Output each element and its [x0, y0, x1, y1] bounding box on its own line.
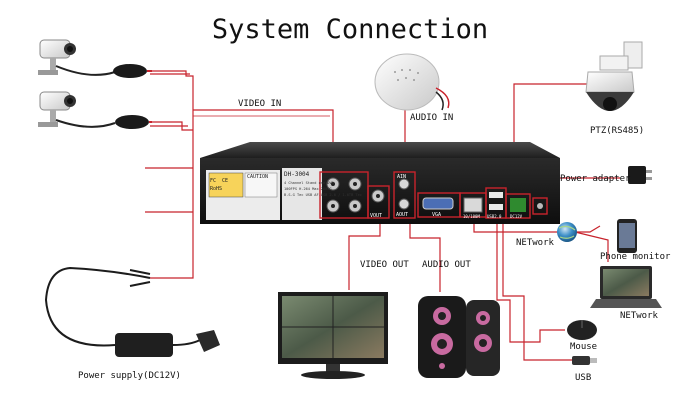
label-network-laptop: NETwork [620, 311, 658, 321]
usb-stick-icon [572, 356, 597, 365]
label-audio-in: AUDIO IN [410, 113, 454, 123]
cctv-camera-icon [38, 91, 152, 129]
port-label-lan: 10/100M [463, 214, 480, 219]
label-power-supply: Power supply(DC12V) [78, 371, 181, 381]
cctv-camera-icon [38, 39, 152, 78]
label-audio-out: AUDIO OUT [422, 260, 471, 270]
connection-wires [145, 70, 620, 361]
port-label-vga: VGA [432, 212, 442, 218]
dvr-cert-rohs: RoHS [210, 186, 223, 192]
mouse-icon [567, 320, 597, 340]
port-label-ain: AIN [397, 174, 407, 180]
power-brick-icon [44, 266, 220, 357]
port-label-power: DC12V [510, 214, 523, 219]
label-mouse: Mouse [570, 342, 598, 352]
ptz-dome-camera-icon [585, 41, 643, 111]
power-adapter-icon [628, 166, 652, 184]
speaker-icon [466, 300, 500, 376]
dvr-recorder-icon [200, 142, 560, 224]
label-power-adapter: Power adapter [560, 174, 631, 184]
dvr-cert-fc: FC [210, 178, 217, 184]
dome-microphone-icon [374, 53, 450, 111]
label-phone-monitor: Phone monitor [600, 252, 671, 262]
dvr-spec-line: 100FPS H.264 Max 2000G [284, 187, 332, 191]
dvr-spec-line: 4 Channel Stand one DVR [284, 181, 334, 185]
label-video-in: VIDEO IN [238, 99, 282, 109]
port-label-aout: AOUT [396, 212, 409, 218]
label-network: NETwork [516, 238, 554, 248]
dvr-spec-line: B.S.G Tec USB AF.USB 2.0 / 1.0TB Tec [284, 193, 362, 197]
port-label-usb: USB2.0 [487, 214, 502, 219]
label-ptz: PTZ(RS485) [590, 126, 645, 136]
port-label-vout: VOUT [370, 213, 383, 219]
speaker-icon [418, 296, 466, 378]
lcd-monitor-icon [278, 292, 388, 379]
dvr-caution-label: CAUTION [247, 174, 269, 180]
dvr-cert-ce: CE [222, 178, 229, 184]
dvr-model: DH-3004 [284, 171, 310, 178]
smartphone-icon [617, 219, 637, 253]
network-globe-icon [557, 222, 577, 242]
label-usb: USB [575, 373, 592, 383]
laptop-icon [590, 266, 662, 308]
page-title: System Connection [211, 14, 489, 45]
label-video-out: VIDEO OUT [360, 260, 409, 270]
